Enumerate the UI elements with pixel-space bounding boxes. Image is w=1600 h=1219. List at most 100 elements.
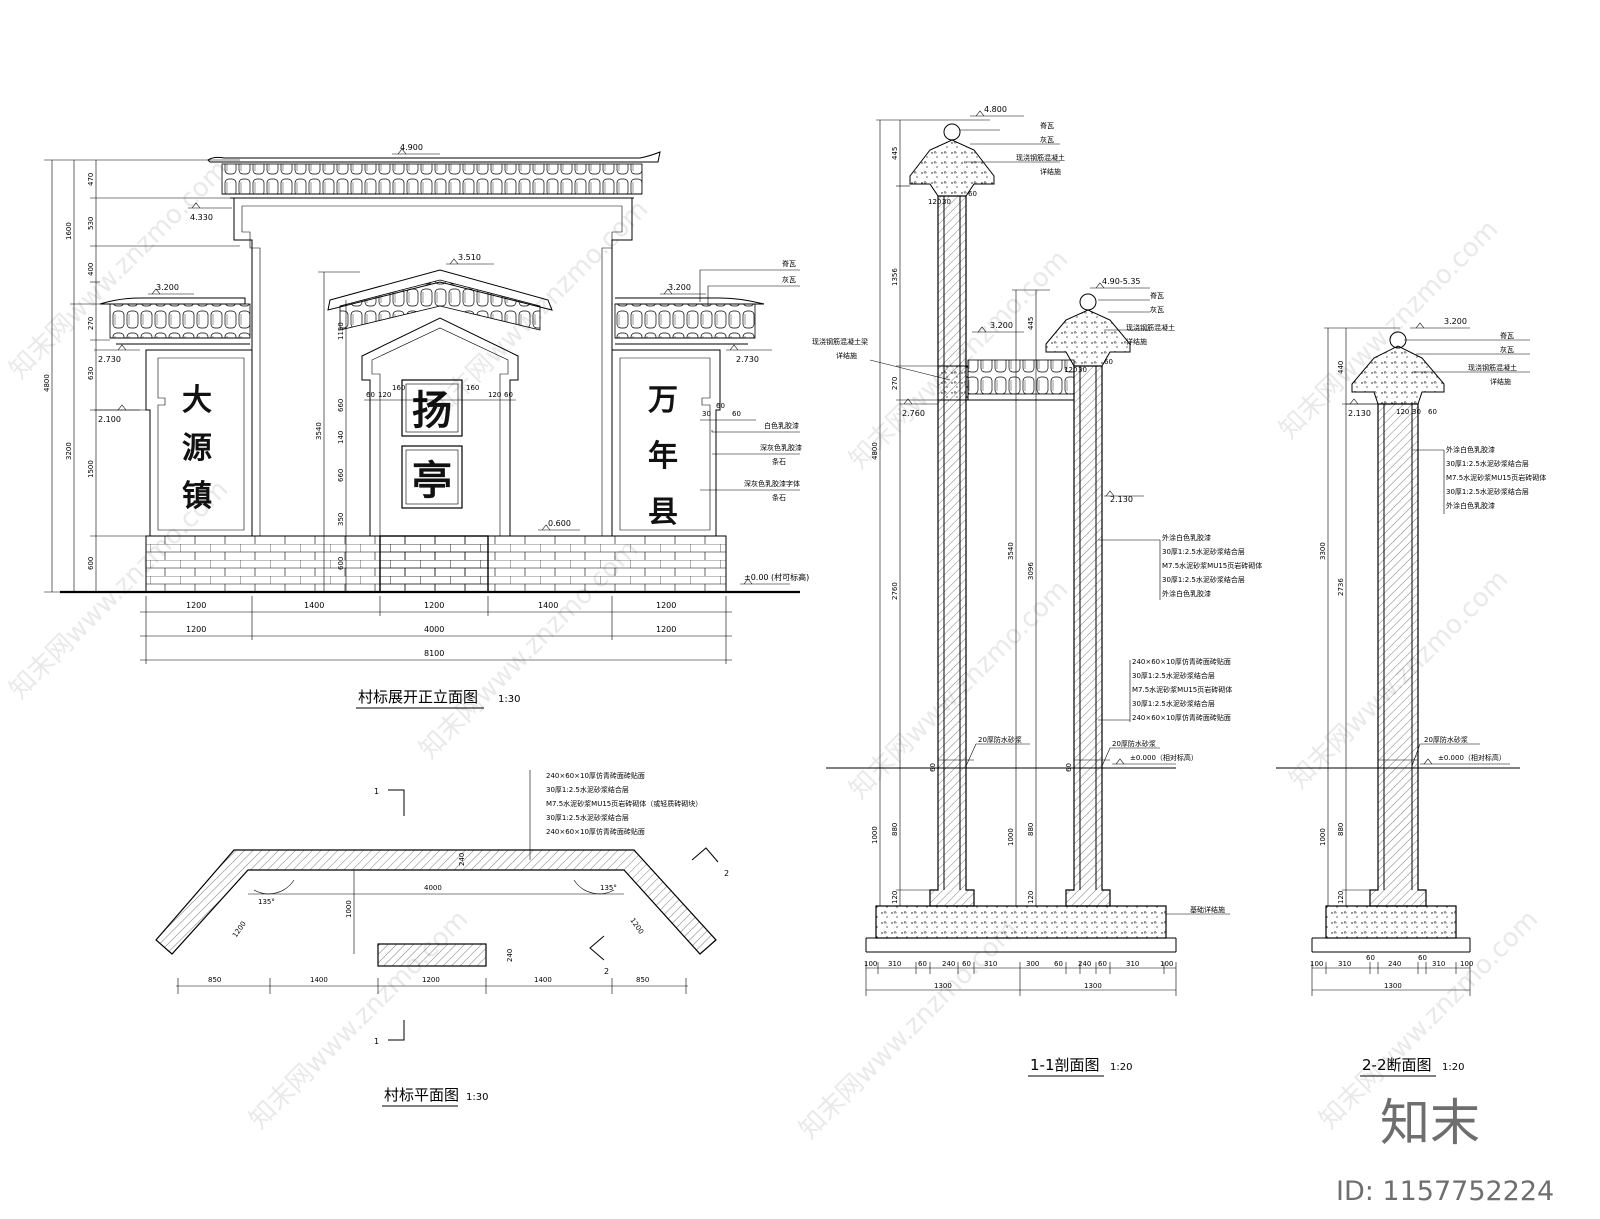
dim-plaque: 120 bbox=[378, 391, 391, 399]
s22-cap-note: 详结施 bbox=[1490, 377, 1511, 386]
dim-right: 30 bbox=[702, 410, 711, 418]
s11-wall-note: 外涂白色乳胶漆 bbox=[1162, 589, 1211, 598]
dim-plaque: 120 bbox=[488, 391, 501, 399]
s11-wall-note-lower: 30厚1:2.5水泥砂浆结合层 bbox=[1132, 699, 1215, 708]
s11-dim-left: 1356 bbox=[891, 268, 899, 286]
level-right-eave: 2.730 bbox=[736, 355, 759, 364]
s11-beam-note: 现浇钢筋混凝土梁 bbox=[812, 337, 868, 346]
dim-row2: 1200 bbox=[186, 625, 206, 634]
dim-plaque: 60 bbox=[504, 391, 513, 399]
plaque-char: 扬 bbox=[412, 387, 452, 434]
s22-cap-note: 灰瓦 bbox=[1500, 345, 1514, 354]
s11-cap-note2: 灰瓦 bbox=[1150, 305, 1164, 314]
dim-outer-total: 4800 bbox=[43, 374, 51, 392]
note: 白色乳胶漆 bbox=[764, 421, 799, 430]
brand-logo: 知末 bbox=[1380, 1094, 1480, 1152]
s11-level: 3.200 bbox=[990, 321, 1013, 330]
plan-drawing: 4000 1000 1200 1200 240 240 135° 135° 24… bbox=[155, 770, 729, 1107]
s11-beam-note: 详结施 bbox=[836, 351, 857, 360]
dim-row1: 1200 bbox=[186, 601, 206, 610]
plan-inner-dim: 240 bbox=[506, 949, 514, 962]
s22-dim-left: 120 bbox=[1337, 891, 1345, 904]
s22-dim-left: 880 bbox=[1337, 823, 1345, 836]
s11-cap-dim: 60 bbox=[968, 190, 977, 198]
level-left-low: 2.100 bbox=[98, 415, 121, 424]
s11-dim-bottom: 100 bbox=[1160, 960, 1173, 968]
s22-dim-total: 1300 bbox=[1384, 982, 1402, 990]
level-right-wing: 3.200 bbox=[668, 283, 691, 292]
plan-title: 村标平面图 bbox=[384, 1086, 459, 1104]
s11-level: 4.800 bbox=[984, 105, 1007, 114]
dim-center: 600 bbox=[337, 557, 345, 570]
note: 深灰色乳胶漆 bbox=[760, 443, 802, 452]
dim-right: 60 bbox=[716, 402, 725, 410]
right-wing-char: 万 bbox=[648, 383, 678, 418]
dim-row1: 1400 bbox=[538, 601, 558, 610]
level-base-top: 0.600 bbox=[548, 519, 571, 528]
dim-row1: 1200 bbox=[656, 601, 676, 610]
elevation-title: 村标展开正立面图 bbox=[358, 688, 478, 706]
dim-center: 350 bbox=[337, 513, 345, 526]
s11-dim-center: 3540 bbox=[1007, 542, 1015, 560]
plan-angle: 135° bbox=[258, 898, 275, 906]
section-11-drawing: 445 1356 4800 2760 1000 880 120 270 60 4… bbox=[812, 105, 1262, 1077]
dim-right: 60 bbox=[732, 410, 741, 418]
s11-dim-bottom: 100 bbox=[864, 960, 877, 968]
dim-inner: 600 bbox=[87, 557, 95, 570]
s11-cap-note2: 详结施 bbox=[1126, 337, 1147, 346]
section11-scale: 1:20 bbox=[1110, 1062, 1132, 1073]
section22-title: 2-2断面图 bbox=[1362, 1056, 1432, 1074]
dim-inner: 1500 bbox=[87, 460, 95, 478]
s22-cap-dim: 120 bbox=[1396, 408, 1409, 416]
plan-inner-dim: 1200 bbox=[231, 920, 248, 939]
level-left-wing: 3.200 bbox=[156, 283, 179, 292]
s11-dim-left: 1000 bbox=[871, 826, 879, 844]
s11-dim-bottom: 310 bbox=[984, 960, 997, 968]
plan-angle: 135° bbox=[600, 884, 617, 892]
s22-bottom-ticks bbox=[1311, 962, 1471, 996]
s11-cap-note: 详结施 bbox=[1040, 167, 1061, 176]
s22-cap-dim: 30 bbox=[1412, 408, 1421, 416]
elevation-bottom-dims: 1200 1400 1200 1400 1200 1200 4000 1200 … bbox=[140, 596, 732, 664]
dim-inner: 270 bbox=[87, 317, 95, 330]
s11-cap-dim: 120 bbox=[928, 198, 941, 206]
dim-outer: 1600 bbox=[65, 222, 73, 240]
dim-row2: 1200 bbox=[656, 625, 676, 634]
right-wing-char: 年 bbox=[648, 439, 678, 474]
s11-dim-left: 4800 bbox=[871, 442, 879, 460]
plan-inner-dim: 240 bbox=[458, 853, 466, 866]
note: 深灰色乳胶漆字体 bbox=[744, 479, 800, 488]
plan-note: 30厚1:2.5水泥砂浆结合层 bbox=[546, 785, 629, 794]
dim-inner: 530 bbox=[87, 217, 95, 230]
s11-dim-center: 60 bbox=[1065, 763, 1073, 772]
s22-wall-note: 30厚1:2.5水泥砂浆结合层 bbox=[1446, 487, 1529, 496]
section-mark: 2 bbox=[604, 967, 609, 976]
s11-dim-bottom: 240 bbox=[1078, 960, 1091, 968]
s11-wall-note-lower: M7.5水泥砂浆MU15页岩砖砌体 bbox=[1132, 685, 1232, 694]
s11-dim-left: 60 bbox=[929, 763, 937, 772]
plan-dim: 1200 bbox=[422, 976, 440, 984]
s22-dim-left: 2736 bbox=[1337, 578, 1345, 596]
note: 灰瓦 bbox=[782, 275, 796, 284]
s22-waterproof: 20厚防水砂浆 bbox=[1424, 735, 1468, 744]
elevation-notes: 脊瓦 灰瓦 白色乳胶漆 深灰色乳胶漆 条石 深灰色乳胶漆字体 条石 bbox=[699, 259, 802, 502]
dim-inner: 470 bbox=[87, 173, 95, 186]
s11-dim-bottom: 300 bbox=[1026, 960, 1039, 968]
s22-dim-bottom: 100 bbox=[1310, 960, 1323, 968]
s22-dim-bottom: 60 bbox=[1366, 954, 1375, 962]
s11-cap-note: 现浇钢筋混凝土 bbox=[1016, 153, 1065, 162]
s11-bottom-ticks bbox=[865, 962, 1177, 996]
note: 条石 bbox=[772, 457, 786, 466]
dim-plaque: 60 bbox=[366, 391, 375, 399]
elevation-drawing: 扬 亭 大 源 镇 万 年 县 4.900 4.330 3.510 3.200 … bbox=[43, 143, 809, 709]
dim-inner: 630 bbox=[87, 367, 95, 380]
right-wing-char: 县 bbox=[648, 495, 678, 530]
s11-wall-note: 外涂白色乳胶漆 bbox=[1162, 533, 1211, 542]
section-mark: 1 bbox=[374, 1037, 379, 1046]
s11-dim-left: 445 bbox=[891, 147, 899, 160]
s22-dim-left: 1000 bbox=[1319, 828, 1327, 846]
s11-dim-left: 270 bbox=[891, 377, 899, 390]
dim-center: 1150 bbox=[337, 322, 345, 340]
note: 脊瓦 bbox=[782, 259, 796, 268]
